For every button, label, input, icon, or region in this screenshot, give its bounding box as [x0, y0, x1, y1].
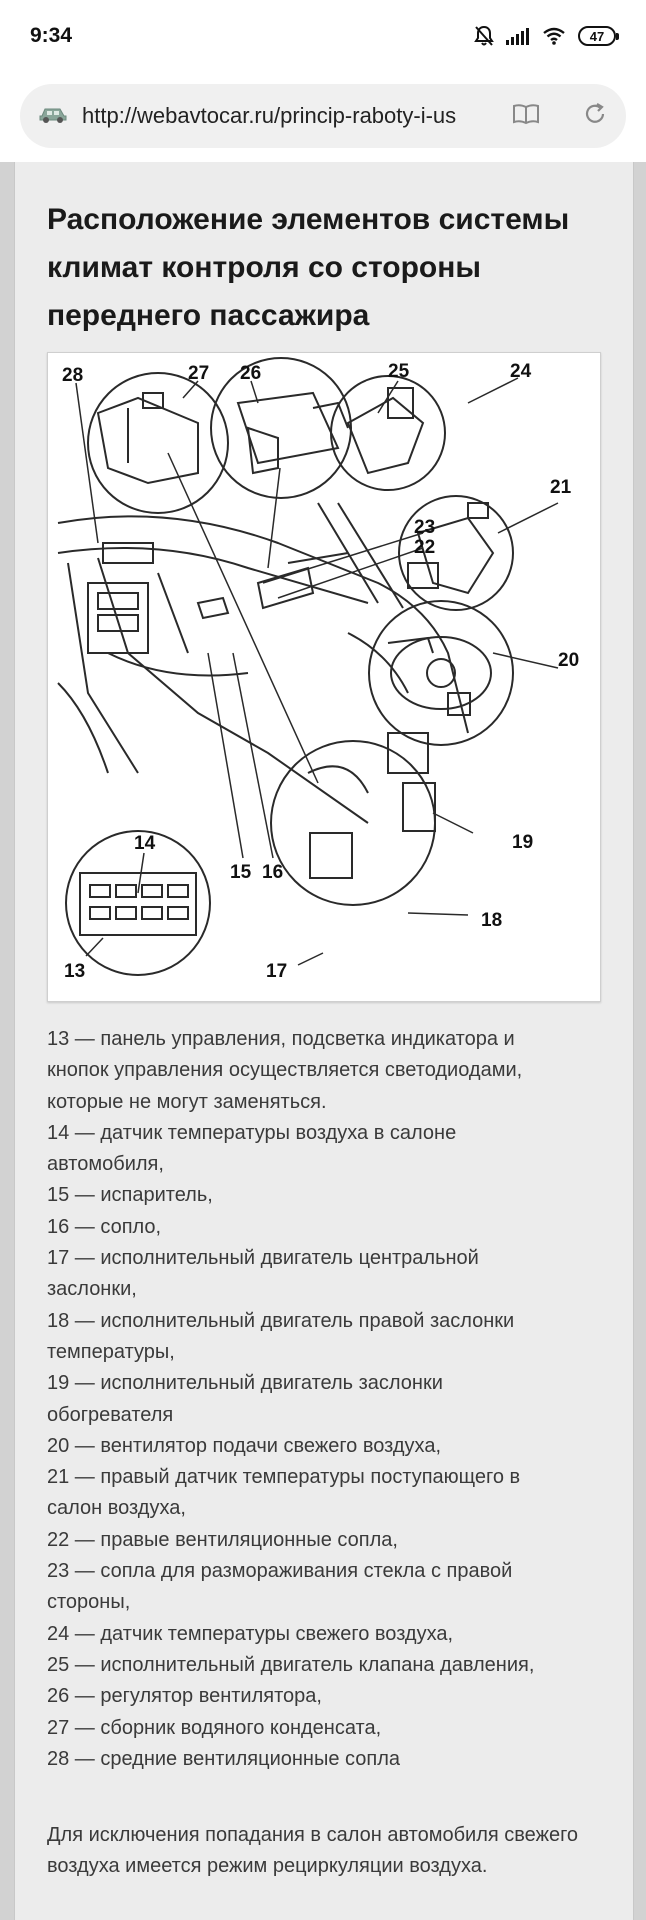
reader-mode-icon[interactable]	[512, 102, 540, 131]
legend-line: 24 — датчик температуры свежего воздуха,	[47, 1622, 454, 1645]
status-icons: 47	[474, 25, 619, 47]
diagram-label-18: 18	[481, 910, 502, 931]
legend-line: заслонки,	[47, 1278, 137, 1301]
legend-line: салон воздуха,	[47, 1497, 186, 1520]
diagram-label-17: 17	[266, 961, 287, 982]
status-time: 9:34	[30, 24, 73, 47]
legend-line: 23 — сопла для размораживания стекла с п…	[47, 1560, 513, 1583]
legend-line: 22 — правые вентиляционные сопла,	[47, 1528, 398, 1551]
diagram-label-15: 15	[230, 862, 252, 883]
legend-line: 26 — регулятор вентилятора,	[47, 1685, 322, 1708]
browser-toolbar: http://webavtocar.ru/princip-raboty-i-us	[0, 72, 646, 162]
diagram-label-25: 25	[388, 361, 410, 382]
diagram-label-26: 26	[240, 363, 261, 384]
diagram-label-23: 23	[414, 517, 435, 538]
legend-line: 21 — правый датчик температуры поступающ…	[47, 1466, 521, 1489]
legend-line: стороны,	[47, 1591, 131, 1614]
diagram-drawing: 28 27 26 25 24 21 23 22 20 19 18 17 14 1…	[57, 357, 579, 982]
legend-line: 16 — сопло,	[47, 1215, 162, 1238]
legend-line: которые не могут заменяться.	[47, 1090, 327, 1113]
diagram-label-16: 16	[262, 862, 283, 883]
legend-line: 28 — средние вентиляционные сопла	[47, 1747, 400, 1770]
diagram-label-28: 28	[62, 365, 83, 386]
bell-muted-icon	[474, 25, 494, 47]
legend-line: температуры,	[47, 1340, 175, 1363]
diagram-label-22: 22	[414, 537, 435, 558]
legend-line: 18 — исполнительный двигатель правой зас…	[47, 1309, 515, 1332]
climate-diagram[interactable]: 28 27 26 25 24 21 23 22 20 19 18 17 14 1…	[47, 352, 601, 1002]
site-car-icon	[38, 104, 68, 129]
article-title: Расположение элементов системы климат ко…	[47, 203, 570, 332]
diagram-label-19: 19	[512, 832, 533, 853]
legend-line: 19 — исполнительный двигатель заслонки	[47, 1372, 443, 1395]
battery-icon: 47	[578, 26, 619, 46]
address-bar[interactable]: http://webavtocar.ru/princip-raboty-i-us	[20, 84, 626, 148]
article-card: Расположение элементов системы климат ко…	[14, 162, 634, 1920]
legend-list: 13 — панель управления, подсветка индика…	[47, 1024, 617, 1775]
reload-icon[interactable]	[582, 101, 608, 132]
diagram-label-14: 14	[134, 833, 156, 854]
legend-line: 17 — исполнительный двигатель центрально…	[47, 1247, 479, 1270]
legend-line: кнопок управления осуществляется светоди…	[47, 1059, 523, 1082]
diagram-label-13: 13	[64, 961, 85, 982]
url-text[interactable]: http://webavtocar.ru/princip-raboty-i-us	[82, 103, 457, 128]
status-bar: 9:34 47	[0, 0, 646, 72]
legend-line: 13 — панель управления, подсветка индика…	[47, 1028, 515, 1050]
legend-line: обогревателя	[47, 1403, 174, 1426]
legend-line: 27 — сборник водяного конденсата,	[47, 1716, 382, 1739]
recirculation-paragraph: Для исключения попадания в салон автомоб…	[47, 1824, 579, 1878]
legend-line: 14 — датчик температуры воздуха в салоне	[47, 1121, 457, 1144]
wifi-icon	[542, 27, 566, 45]
signal-icon	[506, 27, 530, 45]
legend-line: 25 — исполнительный двигатель клапана да…	[47, 1653, 535, 1676]
diagram-label-21: 21	[550, 477, 572, 498]
legend-line: 15 — испаритель,	[47, 1184, 213, 1207]
diagram-label-24: 24	[510, 361, 532, 382]
diagram-label-20: 20	[558, 650, 579, 671]
legend-line: 20 — вентилятор подачи свежего воздуха,	[47, 1434, 442, 1457]
legend-line: автомобиля,	[47, 1153, 164, 1176]
diagram-label-27: 27	[188, 363, 209, 384]
